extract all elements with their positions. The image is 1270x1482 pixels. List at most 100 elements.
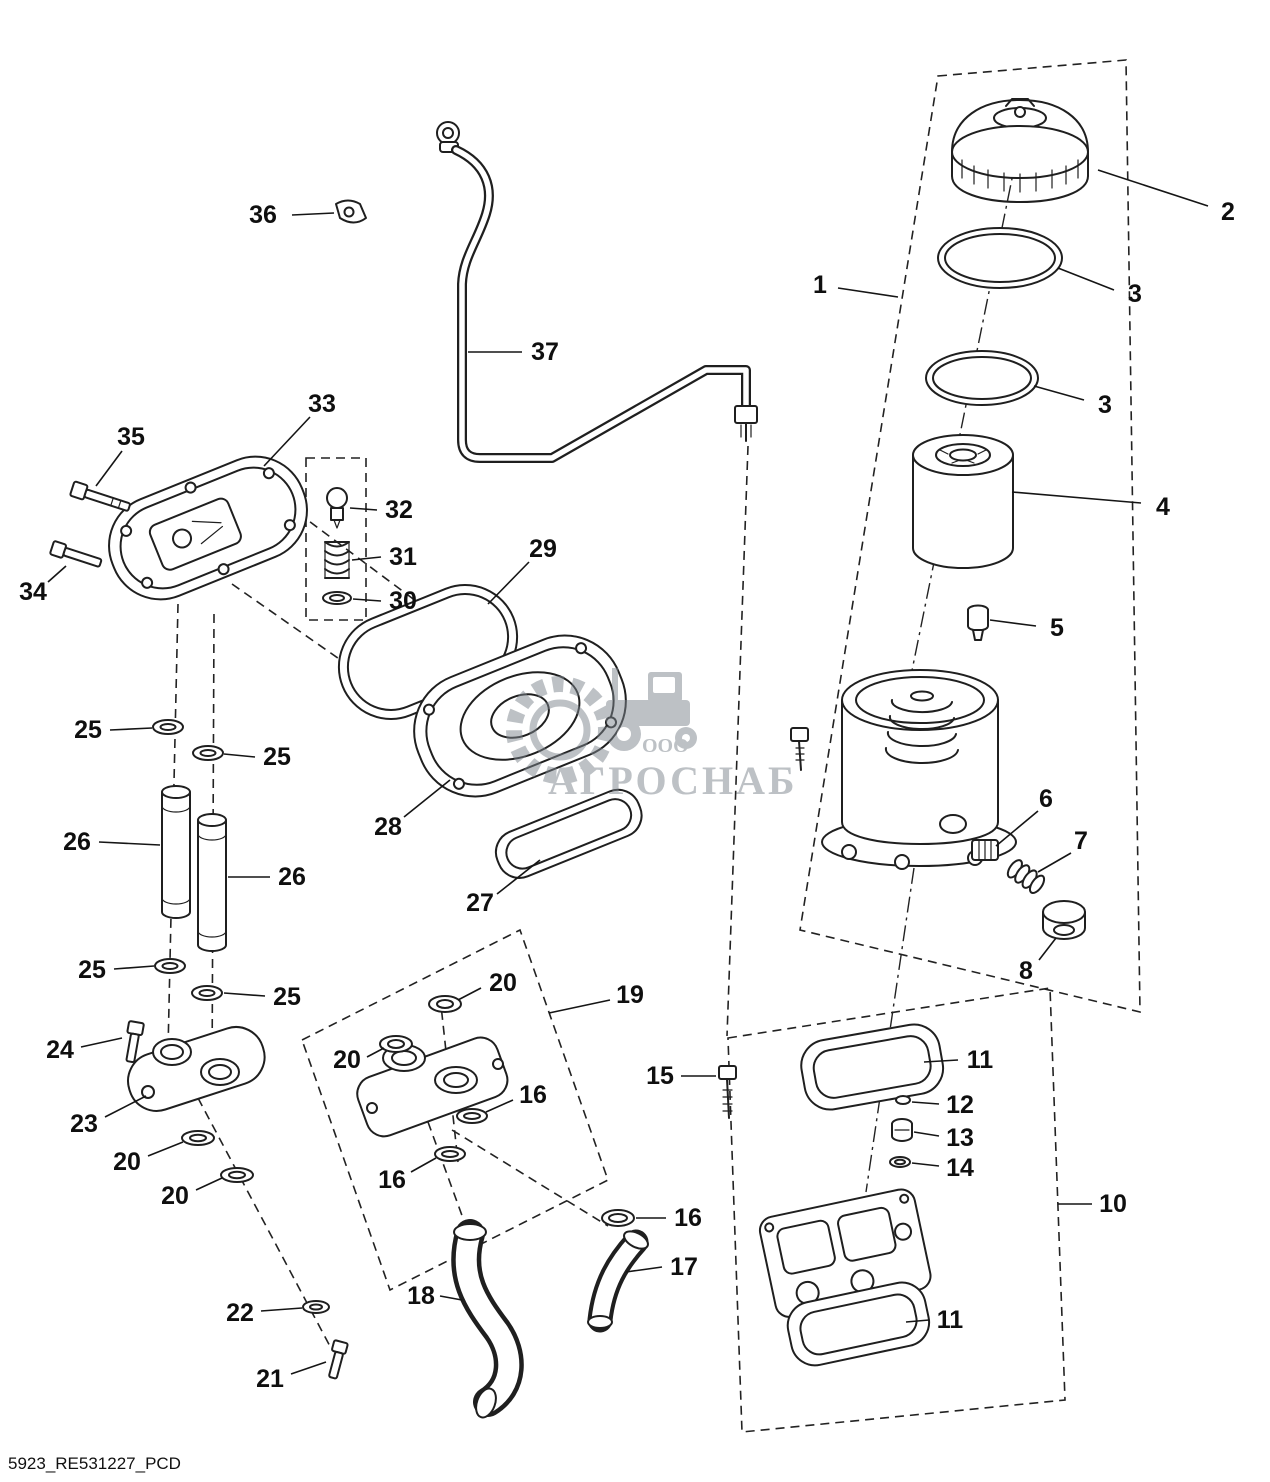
callout-10: 10 [1058,1190,1127,1218]
part-washer [322,591,352,605]
callout-1: 1 [813,271,899,299]
part-gasket [800,1023,945,1111]
part-washer [220,1167,254,1183]
part-cover-plate [494,788,643,879]
callout-number: 33 [308,390,336,418]
part-washer [152,719,184,735]
callout-3: 3 [1033,385,1112,419]
callout-leader-line [905,1319,930,1323]
callout-number: 10 [1099,1190,1127,1218]
callout-number: 37 [531,338,559,366]
callout-number: 2 [1221,198,1235,226]
part-washer-small [889,1156,911,1168]
callout-32: 32 [349,496,413,524]
callout-36: 36 [249,201,335,229]
callout-3: 3 [1057,267,1142,308]
callout-leader-line [625,1266,663,1273]
callout-13: 13 [913,1124,974,1152]
callout-number: 29 [529,535,557,563]
callout-number: 25 [273,983,301,1011]
part-plug [1042,900,1086,940]
callout-leader-line [98,841,161,846]
callout-number: 14 [946,1154,974,1182]
part-hose [587,1229,649,1333]
tractor-icon [606,668,697,751]
callout-number: 26 [63,828,91,856]
callout-number: 13 [946,1124,974,1152]
callout-leader-line [913,1131,940,1137]
callout-leader-line [496,859,541,895]
watermark-name: АГРОСНАБ [548,758,797,803]
callout-leader-line [487,561,530,605]
part-oil-line [436,121,758,463]
part-oring [456,1108,488,1124]
callout-number: 5 [1050,614,1064,642]
callout-number: 6 [1039,785,1053,813]
drawing-code: 5923_RE531227_PCD [8,1454,181,1473]
callout-number: 26 [278,863,306,891]
callout-leader-line [1037,852,1072,873]
part-clamp [335,199,367,224]
callout-29: 29 [487,535,557,605]
callout-leader-line [1097,169,1209,207]
callout-number: 21 [256,1365,284,1393]
watermark: ООО АГРОСНАБ [506,668,797,803]
part-bolt [125,1020,145,1064]
part-bolt [49,540,103,568]
callout-number: 17 [670,1253,698,1281]
callout-number: 25 [78,956,106,984]
callout-leader-line [351,556,382,561]
callout-25: 25 [223,743,291,771]
callout-19: 19 [548,981,644,1014]
callout-leader-line [352,598,382,602]
callout-22: 22 [226,1299,303,1327]
callout-20: 20 [457,969,517,1001]
part-valve-small [891,1118,913,1142]
part-washer [192,745,224,761]
callout-26: 26 [228,863,306,891]
callout-leader-line [223,992,266,997]
callout-16: 16 [485,1081,547,1113]
callout-number: 32 [385,496,413,524]
callout-26: 26 [63,828,161,856]
callout-12: 12 [911,1091,974,1119]
callout-number: 22 [226,1299,254,1327]
part-washer [191,985,223,1001]
callout-number: 4 [1156,493,1170,521]
callout-number: 20 [113,1148,141,1176]
callout-number: 11 [937,1306,964,1334]
callout-number: 24 [46,1036,74,1064]
callout-number: 3 [1098,391,1112,419]
callout-leader-line [290,1361,327,1375]
callout-leader-line [104,1095,147,1118]
callout-35: 35 [95,423,145,487]
part-filter-housing [790,669,1017,870]
callout-number: 16 [519,1081,547,1109]
callout-number: 3 [1128,280,1142,308]
callout-5: 5 [989,614,1064,642]
callout-leader-line [439,1295,463,1301]
callout-number: 1 [813,271,827,299]
callout-number: 34 [19,578,47,606]
part-hose [451,1219,524,1419]
callout-15: 15 [646,1062,716,1090]
group-box-1 [799,59,1141,1014]
callout-25: 25 [78,956,155,984]
callout-leader-line [47,565,67,583]
callout-leader-line [1011,491,1142,504]
callout-number: 7 [1074,827,1088,855]
part-filter-element [912,434,1014,569]
part-valve [967,604,989,641]
callout-number: 20 [333,1046,361,1074]
group-box-19 [301,928,609,1292]
callout-28: 28 [374,779,451,841]
callout-leader-line [113,965,155,970]
part-washer [379,1035,413,1053]
callout-number: 20 [489,969,517,997]
callout-23: 23 [70,1095,147,1138]
callout-number: 25 [263,743,291,771]
part-valve-fitting [326,487,348,529]
callout-leader-line [195,1177,223,1191]
group-box-10 [727,987,1066,1433]
callout-20: 20 [113,1141,184,1176]
